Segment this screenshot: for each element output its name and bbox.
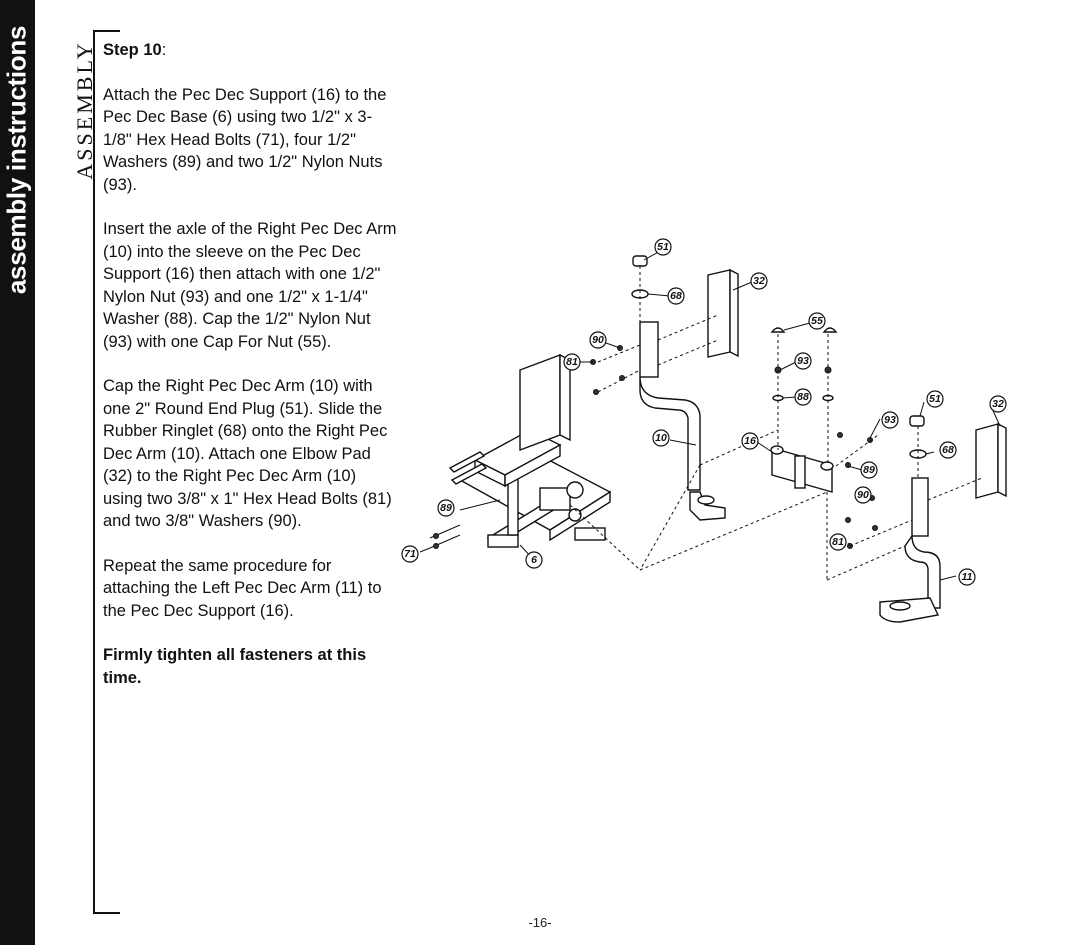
svg-text:11: 11 [962, 571, 973, 583]
svg-text:16: 16 [744, 435, 756, 447]
callout-90: 90 [589, 331, 607, 349]
callout-16: 16 [741, 432, 759, 450]
bench-illustration [429, 353, 612, 549]
side-tab-label: assembly instructions [1, 25, 32, 295]
callout-68-left: 68 [939, 441, 957, 459]
callout-81: 81 [563, 353, 581, 371]
svg-text:68: 68 [670, 290, 682, 302]
svg-text:71: 71 [404, 548, 416, 560]
fasteners [590, 327, 878, 549]
side-tab-label-wrap: assembly instructions [0, 0, 35, 945]
page-number: -16- [528, 915, 552, 930]
callout-89-left: 89 [437, 499, 455, 517]
callout-89-right: 89 [860, 461, 878, 479]
callout-81-left: 81 [829, 533, 847, 551]
instruction-paragraph-2: Insert the axle of the Right Pec Dec Arm… [103, 220, 397, 351]
callout-90-left: 90 [854, 486, 872, 504]
instruction-paragraph-3: Cap the Right Pec Dec Arm (10) with one … [103, 377, 392, 530]
svg-text:32: 32 [992, 398, 1004, 410]
svg-text:90: 90 [857, 489, 869, 501]
callout-93-left: 93 [881, 411, 899, 429]
callout-93: 93 [794, 352, 812, 370]
svg-text:32: 32 [753, 275, 765, 287]
exploded-assembly-diagram: 51 68 32 90 81 55 93 88 51 32 93 10 16 6… [401, 238, 1007, 623]
svg-text:89: 89 [863, 464, 875, 476]
step-title: Step 10 [103, 41, 162, 59]
svg-text:89: 89 [440, 502, 452, 514]
callout-32: 32 [750, 272, 768, 290]
svg-text:93: 93 [884, 414, 896, 426]
instruction-paragraph-1: Attach the Pec Dec Support (16) to the P… [103, 85, 387, 194]
svg-text:68: 68 [942, 444, 954, 456]
svg-text:6: 6 [531, 554, 537, 566]
side-tab [0, 0, 35, 945]
step-heading: Step 10: [103, 39, 399, 62]
svg-text:81: 81 [566, 356, 578, 368]
svg-text:10: 10 [655, 432, 667, 444]
callout-10: 10 [652, 429, 670, 447]
left-pec-dec-arm [879, 415, 1007, 623]
callout-55: 55 [808, 312, 826, 330]
tighten-note: Firmly tighten all fasteners at this tim… [103, 646, 367, 687]
step-colon: : [161, 41, 167, 59]
callout-68: 68 [667, 287, 685, 305]
svg-text:81: 81 [832, 536, 844, 548]
right-pec-dec-arm [631, 255, 739, 521]
svg-text:55: 55 [811, 315, 823, 327]
leader-lines [419, 249, 1001, 581]
svg-text:90: 90 [592, 334, 604, 346]
assembly-guide-lines [569, 266, 983, 581]
svg-text:93: 93 [797, 355, 809, 367]
svg-text:51: 51 [657, 241, 669, 253]
section-bracket [93, 30, 120, 914]
svg-text:51: 51 [929, 393, 941, 405]
callout-88: 88 [794, 388, 812, 406]
callout-32-left: 32 [989, 395, 1007, 413]
callout-71: 71 [401, 545, 419, 563]
instruction-paragraph-4: Repeat the same procedure for attaching … [103, 556, 382, 620]
svg-text:88: 88 [797, 391, 809, 403]
callout-51: 51 [654, 238, 672, 256]
callout-11: 11 [958, 568, 976, 586]
instructions-text: Step 10: Attach the Pec Dec Support (16)… [103, 39, 399, 711]
callout-6: 6 [525, 551, 543, 569]
part-callouts: 51 68 32 90 81 55 93 88 51 32 93 10 16 6… [401, 238, 1007, 586]
pec-dec-support [770, 445, 834, 493]
callout-51-left: 51 [926, 390, 944, 408]
